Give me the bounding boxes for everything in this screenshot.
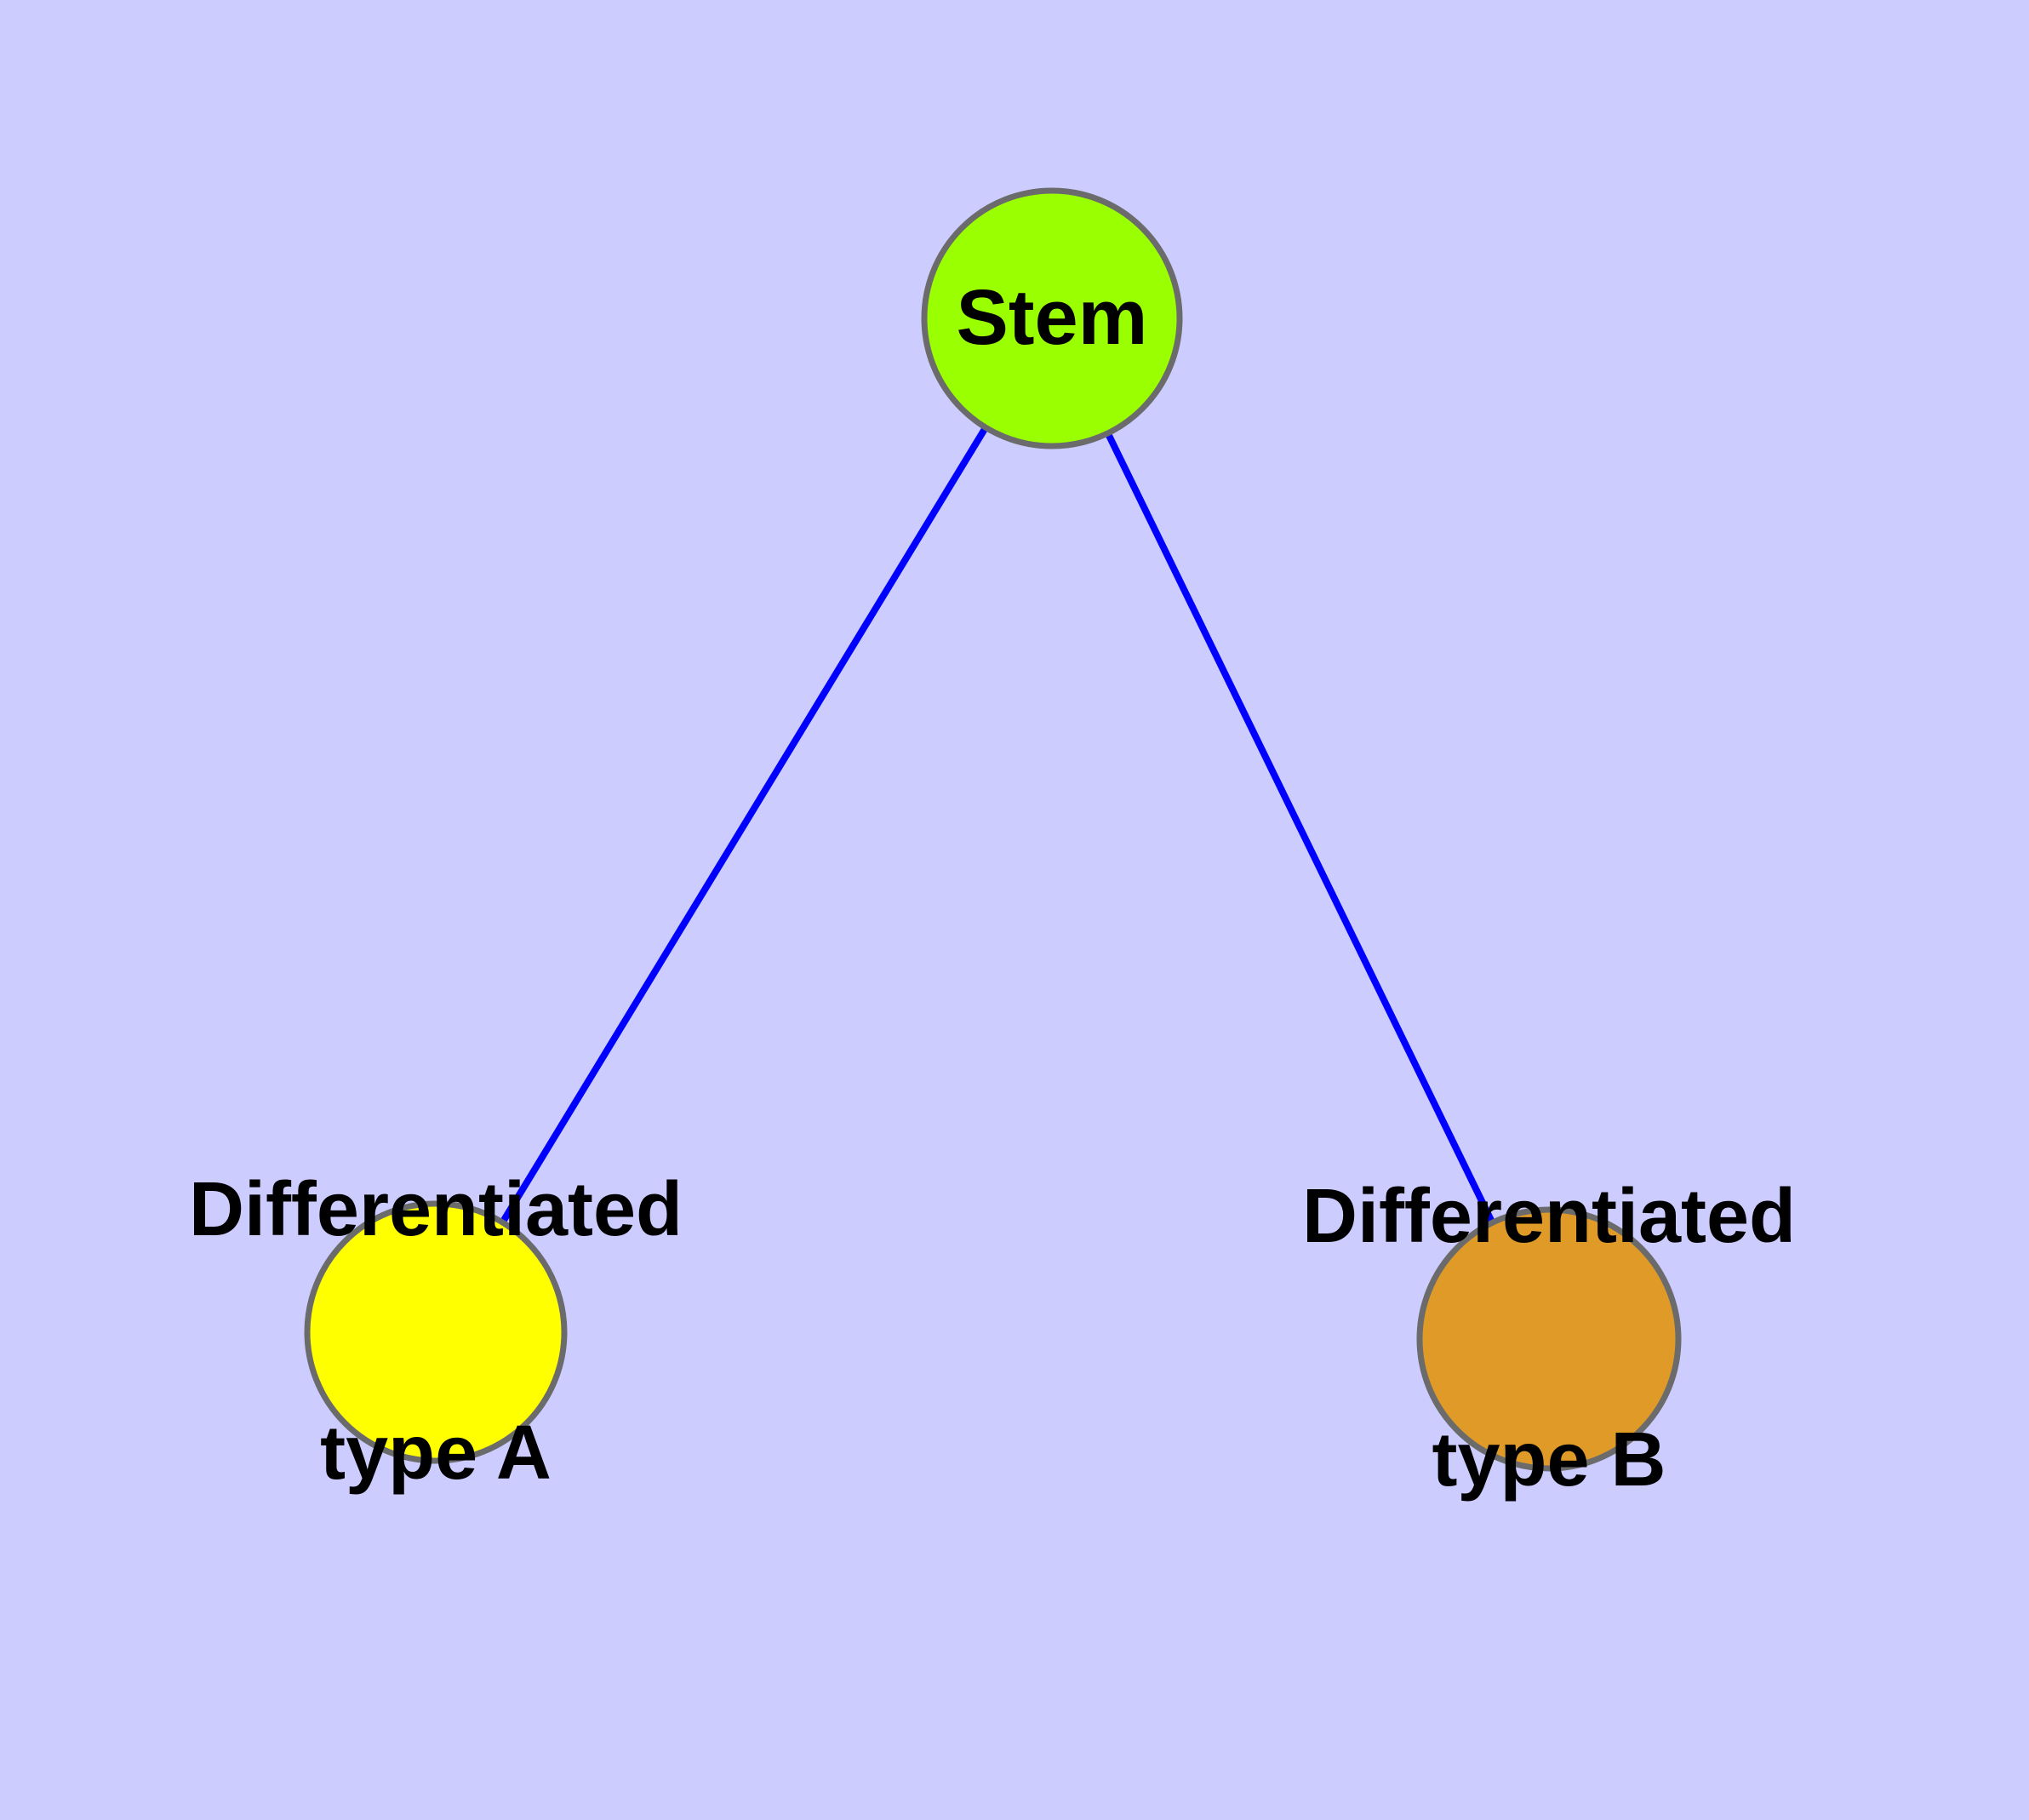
node-differentiated-type-a[interactable]	[304, 1200, 568, 1464]
edge-layer	[497, 422, 1497, 1228]
edge-stem-to-differentiated-type-b[interactable]	[1103, 428, 1497, 1228]
node-layer	[304, 187, 1682, 1472]
node-stem[interactable]	[921, 187, 1183, 449]
node-differentiated-type-b[interactable]	[1416, 1206, 1682, 1472]
edge-stem-to-differentiated-type-a[interactable]	[497, 422, 991, 1228]
